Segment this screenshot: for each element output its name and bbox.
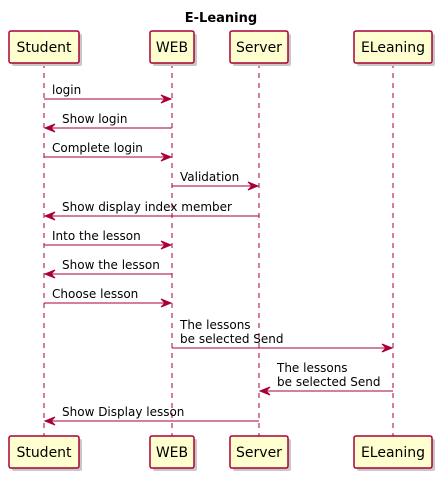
participant-boxes: StudentStudentWEBWEBServerServerELeaning… <box>8 30 435 471</box>
message-7: Show the lesson <box>43 258 172 279</box>
message-arrow-head <box>160 298 173 308</box>
message-label: The lessons <box>179 318 251 332</box>
message-1: login <box>44 83 173 104</box>
message-arrow-head <box>160 240 173 250</box>
participant-server-bottom: Server <box>229 435 291 471</box>
message-8: Choose lesson <box>44 287 173 308</box>
participant-label: ELeaning <box>361 40 425 56</box>
message-arrow-head <box>43 123 56 133</box>
participant-box <box>353 435 433 469</box>
participant-label: Server <box>236 445 282 461</box>
message-label: Show Display lesson <box>62 405 184 419</box>
message-label: Choose lesson <box>52 287 138 301</box>
message-arrow-head <box>160 152 173 162</box>
message-arrow-head <box>43 211 56 221</box>
message-arrow-head <box>381 343 394 353</box>
participant-server-top: Server <box>229 30 291 66</box>
lifelines <box>43 63 394 436</box>
participant-web-bottom: WEB <box>149 435 197 471</box>
participant-web-top: WEB <box>149 30 197 66</box>
message-label: The lessons <box>276 361 348 375</box>
message-11: Show Display lesson <box>43 405 259 426</box>
participant-box <box>8 30 80 64</box>
participant-label: Student <box>16 445 72 461</box>
message-4: Validation <box>172 170 260 191</box>
message-label: be selected Send <box>277 375 381 389</box>
message-6: Into the lesson <box>44 229 173 250</box>
message-label: be selected Send <box>180 332 284 346</box>
participant-box <box>149 435 195 469</box>
message-arrow-head <box>43 416 56 426</box>
participant-label: WEB <box>156 445 188 461</box>
message-label: login <box>52 83 81 97</box>
participant-label: Server <box>236 40 282 56</box>
message-arrow-head <box>160 94 173 104</box>
message-label: Complete login <box>52 141 143 155</box>
participant-box <box>149 30 195 64</box>
message-5: Show display index member <box>43 200 259 221</box>
participant-box <box>353 30 433 64</box>
participant-eleaning-top: ELeaning <box>353 30 435 66</box>
message-label: Show the lesson <box>62 258 160 272</box>
participant-box <box>229 30 289 64</box>
message-3: Complete login <box>44 141 173 162</box>
message-arrow-head <box>258 386 271 396</box>
message-label: Into the lesson <box>52 229 141 243</box>
message-2: Show login <box>43 112 172 133</box>
message-arrow-head <box>43 269 56 279</box>
participant-student-top: Student <box>8 30 82 66</box>
participant-label: Student <box>16 40 72 56</box>
participant-eleaning-bottom: ELeaning <box>353 435 435 471</box>
participant-label: WEB <box>156 40 188 56</box>
message-label: Validation <box>180 170 239 184</box>
message-arrow-head <box>247 181 260 191</box>
participant-student-bottom: Student <box>8 435 82 471</box>
participant-label: ELeaning <box>361 445 425 461</box>
message-label: Show display index member <box>62 200 232 214</box>
message-label: Show login <box>62 112 127 126</box>
diagram-title: E-Leaning <box>185 11 257 26</box>
participant-box <box>8 435 80 469</box>
participant-box <box>229 435 289 469</box>
